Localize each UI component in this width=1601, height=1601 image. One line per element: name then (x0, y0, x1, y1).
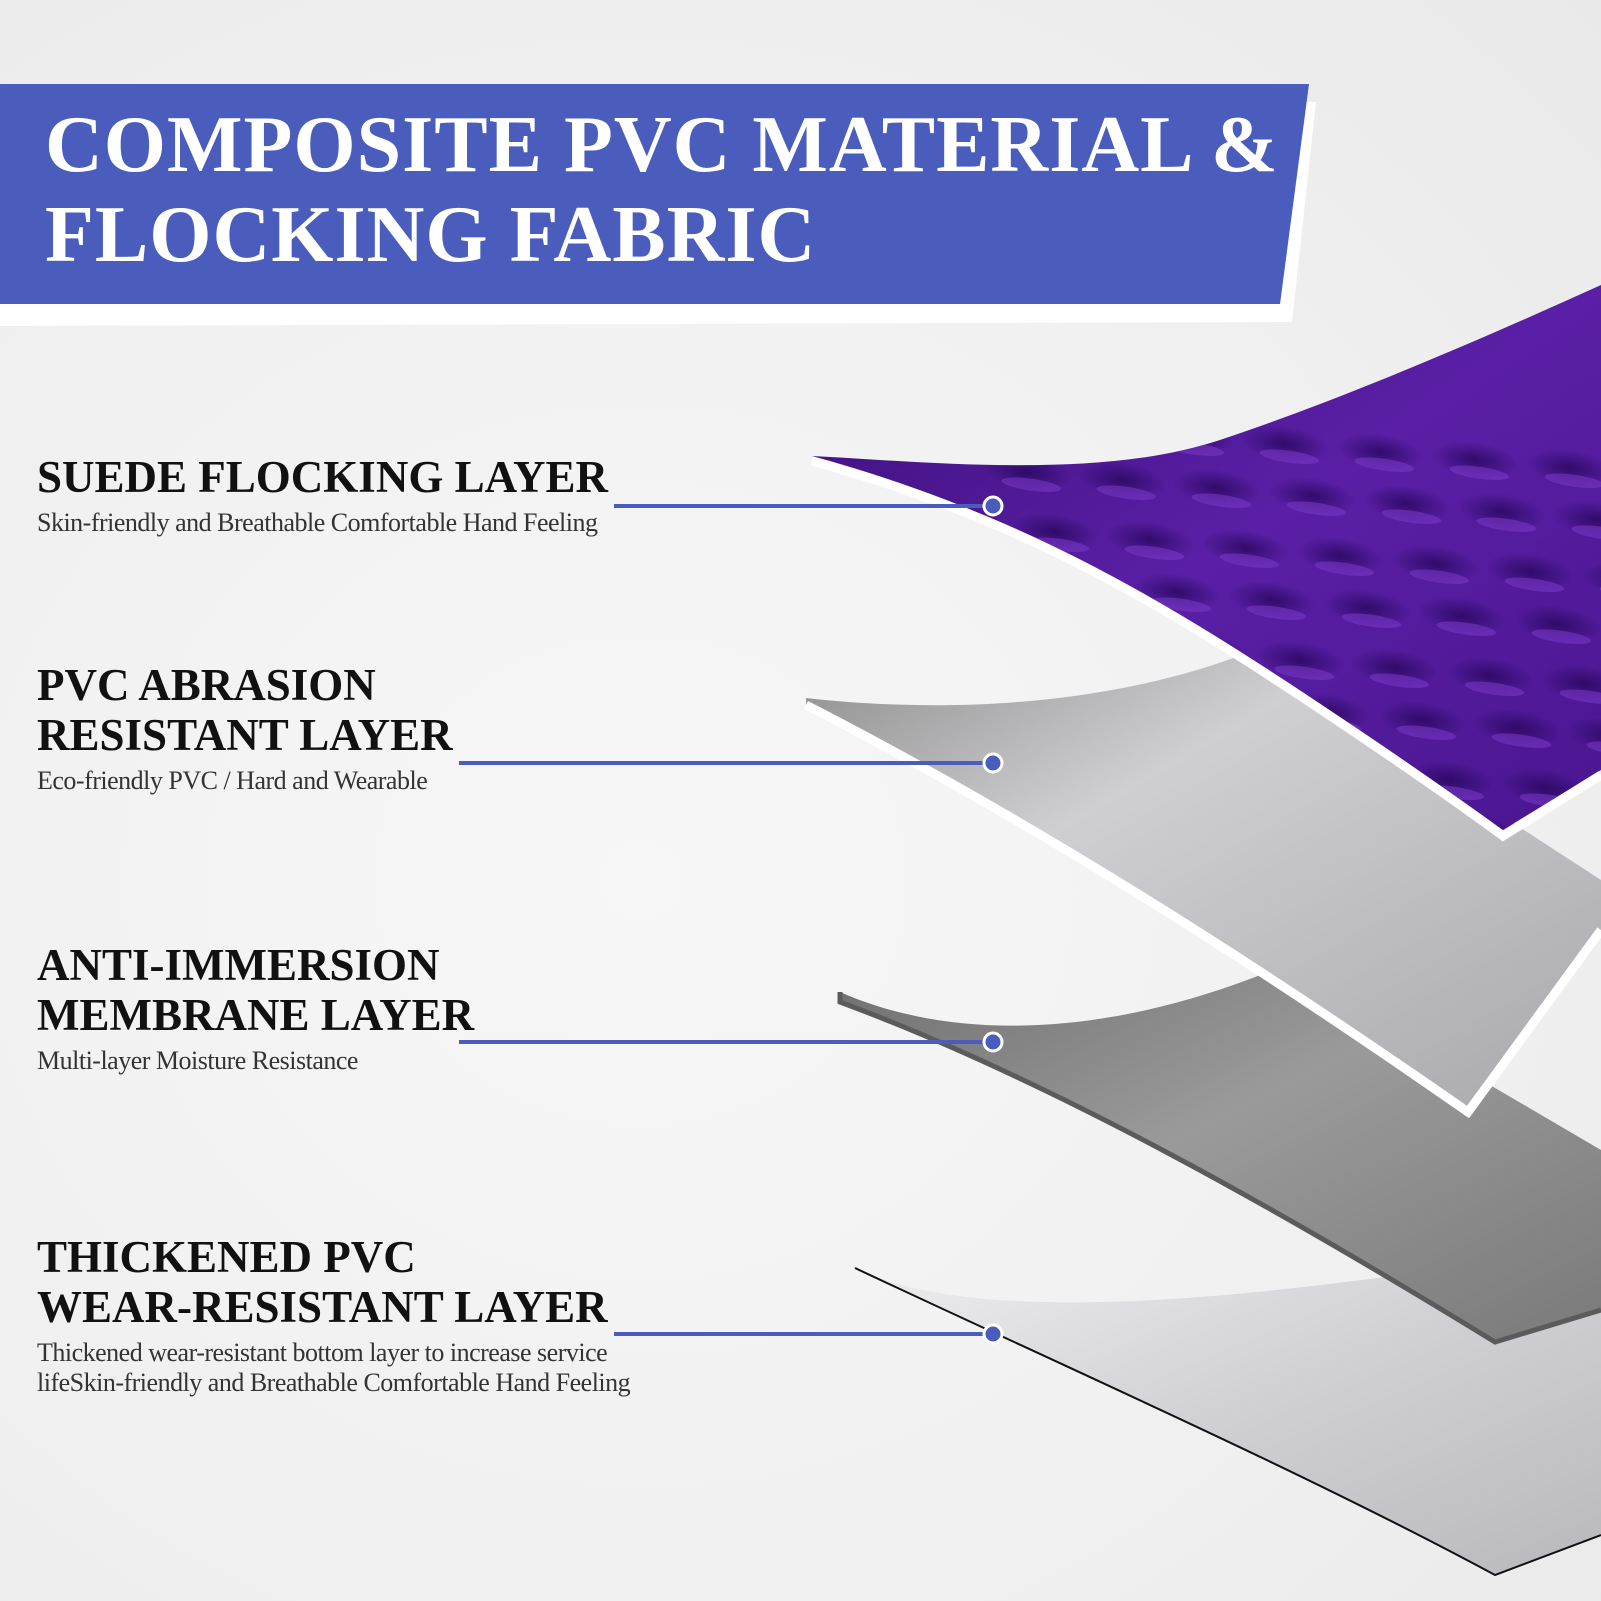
flocking-texture-highlight (1449, 465, 1509, 480)
layer-description: Eco-friendly PVC / Hard and Wearable (37, 766, 453, 796)
flocking-texture-highlight (1504, 577, 1564, 592)
layer-title-line: RESISTANT LAYER (37, 710, 453, 760)
flocking-texture-highlight (909, 847, 970, 867)
layer-title-line: SUEDE FLOCKING LAYER (37, 452, 608, 502)
flocking-texture-highlight (814, 839, 875, 859)
layer-description-line: Eco-friendly PVC / Hard and Wearable (37, 766, 428, 795)
flocking-texture-highlight (1056, 589, 1116, 604)
flocking-texture-highlight (1531, 629, 1591, 644)
flocking-texture-highlight (881, 789, 941, 804)
flocking-texture-dimple (943, 557, 1031, 595)
flocking-texture-highlight (1396, 725, 1456, 740)
flocking-texture-highlight (1004, 855, 1065, 875)
flocking-texture-highlight (1409, 569, 1469, 584)
flocking-texture-highlight (1001, 477, 1061, 492)
page-title-line-2: FLOCKING FABRIC (45, 191, 817, 279)
connector-dot (982, 1323, 1004, 1345)
flocking-texture-highlight (1246, 605, 1306, 620)
flocking-texture-dimple (812, 817, 884, 830)
flocking-texture-dimple (1051, 409, 1139, 447)
layer-title-line: ANTI-IMMERSION (37, 940, 440, 990)
flocking-texture-highlight (1476, 517, 1536, 532)
flocking-texture-highlight (961, 581, 1021, 596)
page-title-line-1: COMPOSITE PVC MATERIAL & (45, 101, 1279, 189)
layer-title-line: PVC ABRASION (37, 660, 376, 710)
flocking-texture-dimple (891, 825, 979, 830)
connector-dot (982, 1031, 1004, 1053)
connector-dot (982, 752, 1004, 774)
flocking-texture-highlight (1191, 493, 1251, 508)
layer-description-line: lifeSkin-friendly and Breathable Comfort… (37, 1368, 631, 1397)
flocking-texture-highlight (1354, 457, 1414, 472)
flocking-texture-dimple (903, 661, 991, 699)
flocking-texture-dimple (1066, 625, 1154, 663)
layer-title: SUEDE FLOCKING LAYER (37, 452, 608, 502)
flocking-texture-highlight (1341, 613, 1401, 628)
flocking-texture-highlight (1259, 449, 1319, 464)
flocking-texture-highlight (1219, 553, 1279, 568)
flocking-texture-dimple (876, 609, 964, 647)
layer-label-anti-immersion-membrane: ANTI-IMMERSION MEMBRANE LAYER Multi-laye… (37, 940, 474, 1076)
layer-title-line: THICKENED PVC (37, 1232, 416, 1282)
thickened-pvc-layer-shape (854, 1262, 1601, 1577)
flocking-texture-highlight (894, 633, 954, 648)
flocking-texture-highlight (934, 529, 994, 544)
flocking-texture-highlight (1029, 537, 1089, 552)
flocking-texture-dimple (971, 617, 1059, 655)
layer-title-line: MEMBRANE LAYER (37, 990, 475, 1040)
flocking-texture-highlight (1096, 485, 1156, 500)
flocking-texture-highlight (1151, 597, 1211, 612)
flocking-texture-highlight (1559, 689, 1601, 704)
layer-title: PVC ABRASION RESISTANT LAYER (37, 660, 453, 760)
layer-label-pvc-abrasion: PVC ABRASION RESISTANT LAYER Eco-friendl… (37, 660, 453, 796)
flocking-texture-highlight (1464, 681, 1524, 696)
flocking-texture-highlight (1381, 509, 1441, 524)
layer-title: ANTI-IMMERSION MEMBRANE LAYER (37, 940, 474, 1040)
flocking-texture-highlight (1069, 433, 1129, 448)
flocking-texture-highlight (1369, 673, 1429, 688)
title-banner: COMPOSITE PVC MATERIAL & FLOCKING FABRIC (0, 0, 1601, 340)
layer-description-line: Skin-friendly and Breathable Comfortable… (37, 508, 598, 537)
flocking-texture-highlight (1544, 473, 1601, 488)
flocking-texture-dimple (956, 401, 1044, 439)
layer-description-line: Thickened wear-resistant bottom layer to… (37, 1338, 608, 1367)
layer-description-line: Multi-layer Moisture Resistance (37, 1046, 358, 1075)
flocking-texture-highlight (1314, 561, 1374, 576)
connector-dot (982, 495, 1004, 517)
flocking-texture-highlight (921, 685, 981, 700)
layer-label-thickened-pvc: THICKENED PVC WEAR-RESISTANT LAYER Thick… (37, 1232, 631, 1398)
layer-label-suede-flocking: SUEDE FLOCKING LAYER Skin-friendly and B… (37, 452, 608, 538)
layer-description: Thickened wear-resistant bottom layer to… (37, 1338, 631, 1398)
layer-title-line: WEAR-RESISTANT LAYER (37, 1282, 608, 1332)
layer-description: Skin-friendly and Breathable Comfortable… (37, 508, 608, 538)
flocking-texture-highlight (1084, 649, 1144, 664)
flocking-texture-highlight (1436, 621, 1496, 636)
flocking-texture-highlight (1286, 501, 1346, 516)
flocking-texture-highlight (1491, 733, 1551, 748)
layer-description: Multi-layer Moisture Resistance (37, 1046, 474, 1076)
page-title: COMPOSITE PVC MATERIAL & FLOCKING FABRIC (45, 100, 1279, 280)
layer-title: THICKENED PVC WEAR-RESISTANT LAYER (37, 1232, 630, 1332)
flocking-texture-highlight (1124, 545, 1184, 560)
flocking-texture-highlight (989, 641, 1049, 656)
flocking-texture-highlight (1571, 525, 1601, 540)
banner-background (0, 84, 1316, 326)
flocking-texture-highlight (974, 425, 1034, 440)
flocking-texture-highlight (1274, 665, 1334, 680)
